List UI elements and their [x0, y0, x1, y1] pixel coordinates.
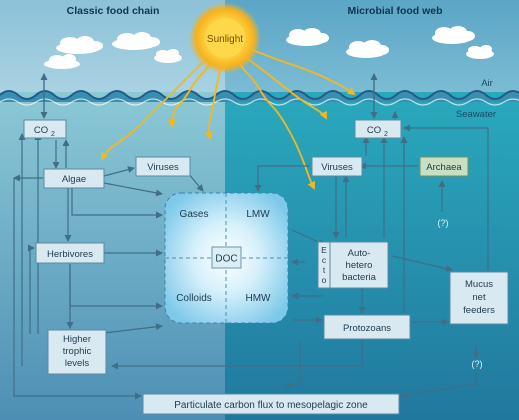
- cloud: [154, 49, 182, 63]
- arrow-protozoans-to-higher: [111, 340, 363, 370]
- herbivores-node: Herbivores: [35, 242, 105, 264]
- ecto-letter: c: [322, 255, 327, 265]
- mucus-feeders-node: Mucus net feeders: [449, 271, 509, 325]
- ray-to-bacteria: [235, 57, 315, 190]
- archaea-node: Archaea: [419, 156, 469, 177]
- particulate-flux-node: Particulate carbon flux to mesopelagic z…: [142, 393, 400, 415]
- arrow-unknown-to-flux: [400, 372, 477, 399]
- doc-center-label: DOC: [215, 254, 237, 265]
- heading-microbial-food-web: Microbial food web: [347, 5, 442, 17]
- arrow-mucus-to-co2: [403, 124, 489, 270]
- archaea-unknown-label: (?): [438, 218, 449, 228]
- wave-line: [0, 90, 519, 100]
- wave-band: [0, 91, 519, 102]
- cloud: [432, 26, 475, 44]
- protozoans-node: Protozoans: [323, 314, 411, 340]
- cloud: [286, 28, 329, 46]
- particulate-flux-box: [142, 393, 400, 415]
- algae-node: Algae: [43, 168, 105, 189]
- co2-left-box: [23, 119, 67, 139]
- doc-lmw-label: LMW: [246, 209, 270, 220]
- co2-right-label: CO: [367, 125, 381, 136]
- higher-trophic-line-3: levels: [65, 358, 90, 369]
- arrow-bacteria-to-mucus: [391, 255, 453, 273]
- mucus-line-1: Mucus: [465, 279, 493, 290]
- herbivores-label: Herbivores: [47, 249, 93, 260]
- bacteria-box: [329, 241, 389, 289]
- higher-trophic-box: [47, 329, 107, 375]
- particulate-flux-label: Particulate carbon flux to mesopelagic z…: [174, 400, 368, 411]
- ecto-letter: E: [321, 245, 327, 255]
- sun-label: Sunlight: [207, 34, 243, 45]
- bacteria-line-1: Auto-: [348, 248, 371, 259]
- ecto-letter: t: [323, 265, 326, 275]
- bacteria-line-3: bacteria: [342, 272, 377, 283]
- protozoans-box: [323, 314, 411, 340]
- ecto-node: E c t o: [317, 241, 331, 289]
- arrow-algae-to-viruses: [103, 166, 135, 177]
- higher-trophic-line-2: trophic: [63, 346, 92, 357]
- doc-colloids-label: Colloids: [176, 293, 212, 304]
- co2-right-subscript: 2: [384, 131, 388, 138]
- viruses-left-label: Viruses: [147, 162, 179, 173]
- arrow-algae-to-doc-gases-2: [71, 188, 163, 219]
- clouds: [44, 26, 494, 69]
- ray-to-co2-right: [245, 47, 356, 96]
- label-air: Air: [481, 78, 493, 89]
- mucus-unknown-label: (?): [472, 359, 483, 369]
- co2-left-node: CO 2: [23, 119, 67, 139]
- doc-center-box: [211, 246, 242, 269]
- arrow-higher-to-herbivores: [28, 244, 35, 334]
- viruses-right-node: Viruses: [311, 156, 363, 177]
- co2-right-box: [354, 119, 402, 139]
- co2-left-label: CO: [34, 125, 48, 136]
- mucus-line-3: feeders: [463, 305, 495, 316]
- wave-foam: [0, 98, 519, 106]
- bacteria-node: Auto- hetero bacteria: [329, 241, 389, 289]
- heading-classic-food-chain: Classic food chain: [67, 5, 160, 17]
- algae-box: [43, 168, 105, 189]
- sun: Sunlight: [189, 2, 261, 74]
- cloud: [56, 36, 103, 54]
- sunlight-rays: [101, 47, 356, 190]
- mucus-line-2: net: [472, 292, 486, 303]
- cloud: [466, 45, 494, 59]
- viruses-right-label: Viruses: [321, 162, 353, 173]
- archaea-box: [419, 156, 469, 177]
- doc-pool: DOC Gases LMW Colloids HMW: [164, 192, 289, 324]
- bacteria-line-2: hetero: [346, 260, 373, 271]
- mucus-feeders-box: [449, 271, 509, 325]
- sun-core: [205, 18, 245, 58]
- algae-label: Algae: [62, 174, 86, 185]
- protozoans-label: Protozoans: [343, 323, 391, 334]
- ray-to-doc: [204, 59, 223, 140]
- viruses-left-node: Viruses: [135, 156, 191, 177]
- viruses-left-box: [135, 156, 191, 177]
- ecto-letter: o: [322, 275, 327, 285]
- nodes: CO 2 CO 2 Algae Viruses Viruses Archaea: [23, 119, 509, 415]
- archaea-label: Archaea: [426, 162, 462, 173]
- cloud: [44, 54, 80, 69]
- arrow-viruses-right-to-doc: [254, 165, 310, 192]
- label-seawater: Seawater: [456, 109, 496, 120]
- cloud: [346, 40, 389, 58]
- ray-to-viruses-left: [168, 57, 215, 128]
- arrow-doc-to-flux: [285, 342, 301, 389]
- ray-to-viruses-right: [241, 53, 327, 120]
- doc-hmw-label: HMW: [246, 293, 272, 304]
- arrow-left-to-flux: [13, 178, 142, 400]
- arrow-algae-to-doc-gases: [103, 182, 163, 197]
- ray-to-algae: [101, 54, 211, 161]
- higher-trophic-line-1: Higher: [63, 334, 91, 345]
- herbivores-box: [35, 242, 105, 264]
- viruses-right-box: [311, 156, 363, 177]
- co2-right-node: CO 2: [354, 119, 402, 139]
- doc-gases-label: Gases: [180, 209, 209, 220]
- co2-left-subscript: 2: [51, 131, 55, 138]
- higher-trophic-node: Higher trophic levels: [47, 329, 107, 375]
- cloud: [112, 32, 160, 50]
- arrow-higher-to-doc: [103, 323, 163, 334]
